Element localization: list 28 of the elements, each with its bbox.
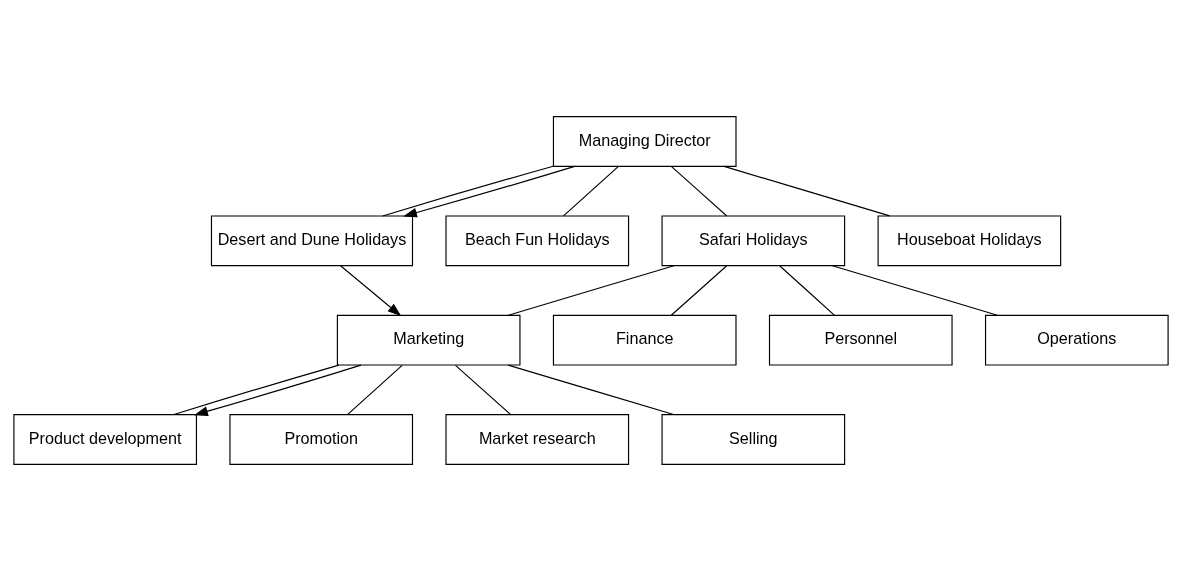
node-box: Operations (984, 314, 1169, 366)
node-box: Promotion (229, 413, 414, 465)
connector (670, 264, 728, 316)
node-box: Safari Holidays (661, 214, 846, 266)
node-box: Managing Director (552, 115, 737, 167)
connector (779, 264, 836, 316)
node-box: Houseboat Holidays (877, 214, 1062, 266)
node-box: Selling (661, 413, 846, 465)
connector (562, 165, 619, 217)
connector (723, 165, 891, 216)
connector (346, 364, 403, 415)
connector (671, 165, 728, 217)
connector (454, 364, 512, 415)
arrow (339, 264, 402, 316)
connector (382, 165, 554, 217)
connector (173, 364, 340, 415)
connector (831, 264, 998, 316)
node-box: Market research (445, 413, 630, 465)
node-box: Beach Fun Holidays (445, 214, 630, 266)
node-box: Personnel (768, 314, 953, 366)
node-box: Product development (13, 413, 198, 465)
node-box: Desert and Dune Holidays (210, 214, 414, 266)
node-box: Finance (552, 314, 737, 366)
arrow (194, 364, 362, 416)
connector (507, 264, 675, 316)
node-box: Marketing (336, 314, 521, 366)
connector (507, 364, 675, 415)
arrow (403, 165, 576, 217)
